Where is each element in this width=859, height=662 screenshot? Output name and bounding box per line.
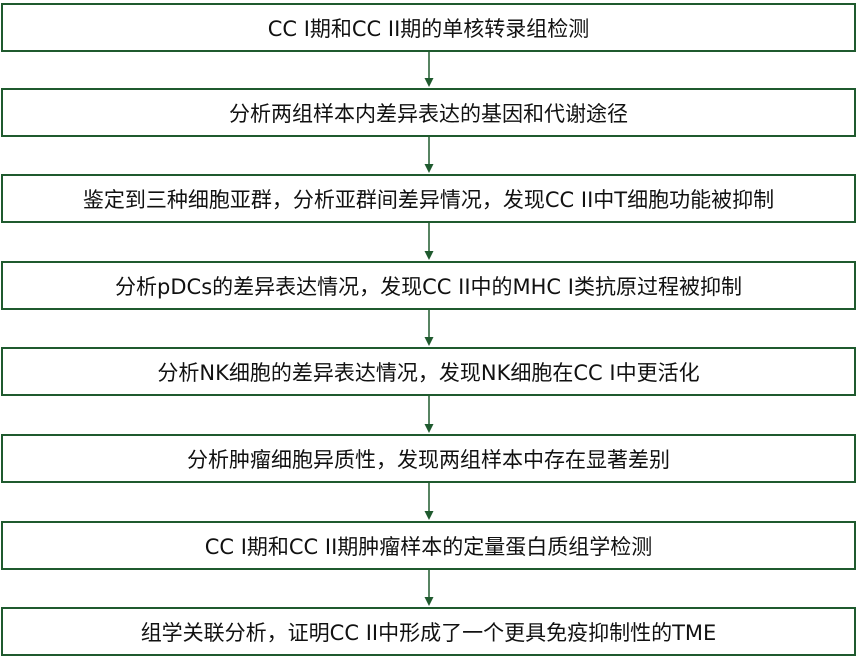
step-4-box: 分析pDCs的差异表达情况，发现CC II中的MHC I类抗原过程被抑制 — [1, 261, 856, 310]
arrow-6-7 — [424, 483, 434, 520]
arrow-5-6 — [424, 396, 434, 433]
step-8-box: 组学关联分析，证明CC II中形成了一个更具免疫抑制性的TME — [1, 607, 856, 656]
step-6-box: 分析肿瘤细胞异质性，发现两组样本中存在显著差别 — [1, 434, 856, 483]
step-5-box: 分析NK细胞的差异表达情况，发现NK细胞在CC I中更活化 — [1, 347, 856, 396]
step-1-label: CC I期和CC II期的单核转录组检测 — [267, 16, 590, 41]
step-7-box: CC I期和CC II期肿瘤样本的定量蛋白质组学检测 — [1, 521, 856, 570]
arrow-7-8 — [424, 570, 434, 606]
step-2-label: 分析两组样本内差异表达的基因和代谢途径 — [229, 101, 628, 126]
step-2-box: 分析两组样本内差异表达的基因和代谢途径 — [1, 88, 856, 137]
step-6-label: 分析肿瘤细胞异质性，发现两组样本中存在显著差别 — [187, 447, 670, 472]
arrow-4-5 — [424, 310, 434, 346]
step-3-box: 鉴定到三种细胞亚群，分析亚群间差异情况，发现CC II中T细胞功能被抑制 — [1, 174, 856, 223]
step-4-label: 分析pDCs的差异表达情况，发现CC II中的MHC I类抗原过程被抑制 — [115, 274, 742, 299]
step-1-box: CC I期和CC II期的单核转录组检测 — [1, 3, 856, 52]
arrow-3-4 — [424, 223, 434, 260]
arrow-2-3 — [424, 137, 434, 173]
arrow-1-2 — [424, 52, 434, 87]
step-3-label: 鉴定到三种细胞亚群，分析亚群间差异情况，发现CC II中T细胞功能被抑制 — [82, 187, 775, 212]
step-5-label: 分析NK细胞的差异表达情况，发现NK细胞在CC I中更活化 — [157, 360, 700, 385]
step-8-label: 组学关联分析，证明CC II中形成了一个更具免疫抑制性的TME — [140, 620, 717, 645]
step-7-label: CC I期和CC II期肿瘤样本的定量蛋白质组学检测 — [204, 534, 653, 559]
